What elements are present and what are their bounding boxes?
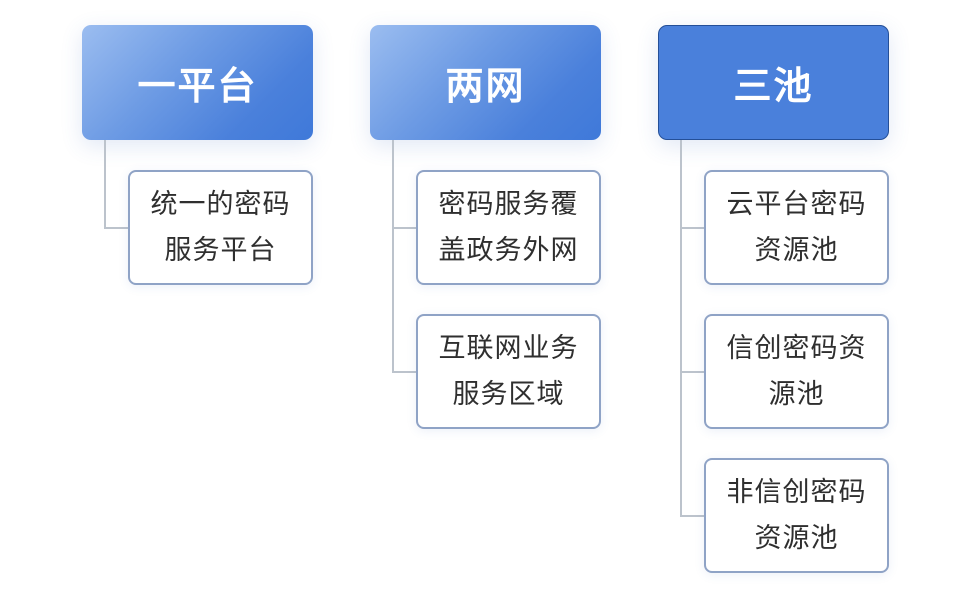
connector-branch — [104, 227, 128, 229]
child-text-line: 非信创密码 — [726, 476, 867, 508]
connector-branch — [680, 515, 704, 517]
child-text-line: 服务平台 — [164, 234, 277, 266]
connector-branch — [392, 371, 416, 373]
column-pools: 三池 云平台密码 资源池 信创密码资 源池 非信创密码 资源池 — [658, 0, 892, 591]
child-text-line: 信创密码资 — [726, 332, 867, 364]
child-box: 非信创密码 资源池 — [704, 458, 889, 573]
child-text-line: 资源池 — [754, 234, 839, 266]
header-platform: 一平台 — [82, 25, 313, 140]
child-text-line: 盖政务外网 — [438, 234, 579, 266]
connector-line — [680, 140, 704, 517]
child-text-line: 密码服务覆 — [438, 188, 579, 220]
child-text-line: 统一的密码 — [150, 188, 291, 220]
header-title: 三池 — [733, 64, 814, 108]
child-text-line: 资源池 — [754, 522, 839, 554]
child-box: 统一的密码 服务平台 — [128, 170, 313, 285]
header-title: 两网 — [445, 64, 526, 108]
connector-branch — [680, 227, 704, 229]
header-networks: 两网 — [370, 25, 601, 140]
child-text-line: 云平台密码 — [726, 188, 867, 220]
connector-line — [104, 140, 128, 229]
child-box: 互联网业务 服务区域 — [416, 314, 601, 429]
child-box: 信创密码资 源池 — [704, 314, 889, 429]
child-text-line: 源池 — [768, 378, 825, 410]
child-box: 密码服务覆 盖政务外网 — [416, 170, 601, 285]
child-text-line: 互联网业务 — [438, 332, 579, 364]
child-box: 云平台密码 资源池 — [704, 170, 889, 285]
connector-line — [392, 140, 416, 373]
column-networks: 两网 密码服务覆 盖政务外网 互联网业务 服务区域 — [370, 0, 604, 591]
header-title: 一平台 — [137, 64, 258, 108]
column-platform: 一平台 统一的密码 服务平台 — [82, 0, 316, 591]
header-pools: 三池 — [658, 25, 889, 140]
connector-branch — [680, 371, 704, 373]
child-text-line: 服务区域 — [452, 378, 565, 410]
connector-branch — [392, 227, 416, 229]
